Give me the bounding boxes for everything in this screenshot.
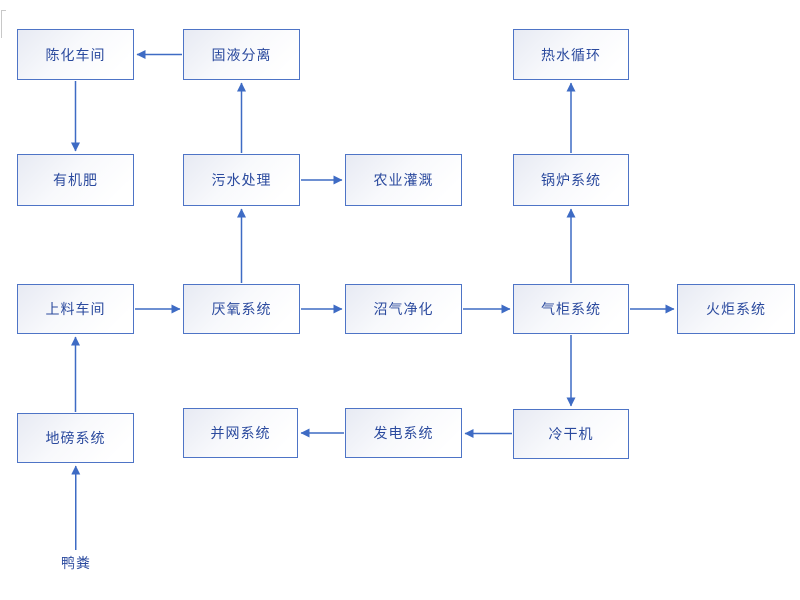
node-feeding-workshop[interactable]: 上料车间 bbox=[17, 284, 134, 334]
node-biogas-purification[interactable]: 沼气净化 bbox=[345, 284, 462, 334]
canvas-corner-mark bbox=[1, 10, 6, 38]
node-sewage-treatment-label: 污水处理 bbox=[211, 173, 272, 189]
node-flare-system[interactable]: 火炬系统 bbox=[677, 284, 795, 334]
node-gas-holder-system[interactable]: 气柜系统 bbox=[513, 284, 629, 334]
node-biogas-purification-label: 沼气净化 bbox=[373, 302, 434, 318]
node-power-generation-system[interactable]: 发电系统 bbox=[345, 408, 462, 458]
node-flare-system-label: 火炬系统 bbox=[706, 302, 766, 318]
node-anaerobic-system-label: 厌氧系统 bbox=[211, 302, 272, 318]
node-aging-workshop-label: 陈化车间 bbox=[45, 47, 106, 64]
node-boiler-system-label: 锅炉系统 bbox=[541, 173, 601, 189]
node-weighbridge-system-label: 地磅系统 bbox=[45, 431, 106, 447]
node-agricultural-irrigation-label: 农业灌溉 bbox=[373, 173, 434, 189]
label-duck-manure[interactable]: 鸭粪 bbox=[61, 556, 91, 572]
node-organic-fertilizer[interactable]: 有机肥 bbox=[17, 154, 134, 206]
node-sewage-treatment[interactable]: 污水处理 bbox=[183, 154, 300, 206]
node-feeding-workshop-label: 上料车间 bbox=[45, 302, 106, 318]
node-power-generation-system-label: 发电系统 bbox=[373, 426, 434, 442]
node-boiler-system[interactable]: 锅炉系统 bbox=[513, 154, 629, 206]
node-anaerobic-system[interactable]: 厌氧系统 bbox=[183, 284, 300, 334]
node-hot-water-cycle[interactable]: 热水循环 bbox=[513, 29, 629, 80]
node-cold-dryer-label: 冷干机 bbox=[548, 427, 594, 443]
node-gas-holder-system-label: 气柜系统 bbox=[541, 302, 601, 318]
node-hot-water-cycle-label: 热水循环 bbox=[541, 47, 601, 64]
node-organic-fertilizer-label: 有机肥 bbox=[53, 173, 98, 189]
node-grid-connection-system-label: 并网系统 bbox=[210, 426, 271, 442]
node-cold-dryer[interactable]: 冷干机 bbox=[513, 409, 629, 459]
node-aging-workshop[interactable]: 陈化车间 bbox=[17, 29, 134, 80]
node-solid-liquid-separation-label: 固液分离 bbox=[211, 47, 272, 64]
node-grid-connection-system[interactable]: 并网系统 bbox=[183, 408, 298, 458]
node-agricultural-irrigation[interactable]: 农业灌溉 bbox=[345, 154, 462, 206]
node-solid-liquid-separation[interactable]: 固液分离 bbox=[183, 29, 300, 80]
node-weighbridge-system[interactable]: 地磅系统 bbox=[17, 413, 134, 463]
